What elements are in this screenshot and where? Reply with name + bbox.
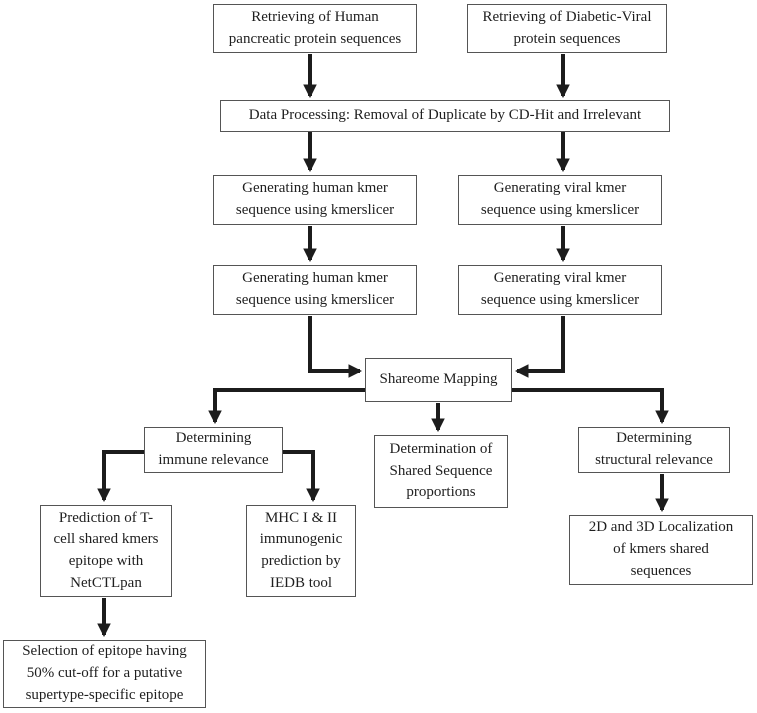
node-mhc-prediction-line1: MHC I & II	[264, 509, 338, 526]
node-localization-line2: of kmers shared	[613, 541, 709, 558]
node-mhc-prediction: MHC I & II immunogenic prediction by IED…	[246, 505, 356, 597]
arrow-gen-viral-2-to-shareome	[514, 316, 565, 378]
node-immune-relevance: Determining immune relevance	[144, 427, 283, 473]
node-gen-viral-1-line2: sequence using kmerslicer	[480, 202, 640, 218]
node-gen-viral-2: Generating viral kmer sequence using kme…	[458, 265, 662, 315]
node-tcell-prediction: Prediction of T- cell shared kmers epito…	[40, 505, 172, 597]
node-data-processing: Data Processing: Removal of Duplicate by…	[220, 100, 670, 132]
node-epitope-selection-line1: Selection of epitope having	[22, 643, 187, 660]
node-localization-line3: sequences	[630, 562, 692, 579]
node-gen-human-1: Generating human kmer sequence using kme…	[213, 175, 417, 225]
arrow-immune-to-mhc	[283, 450, 320, 503]
node-mhc-prediction-line3: prediction by	[261, 553, 341, 569]
node-retrieve-human-line1: Retrieving of Human	[251, 8, 379, 25]
node-tcell-prediction-line1: Prediction of T-	[58, 509, 154, 526]
node-epitope-selection: Selection of epitope having 50% cut-off …	[3, 640, 206, 708]
node-gen-viral-1: Generating viral kmer sequence using kme…	[458, 175, 662, 225]
node-retrieve-human-line2: pancreatic protein sequences	[228, 30, 402, 47]
node-retrieve-viral: Retrieving of Diabetic-Viral protein seq…	[467, 4, 667, 53]
node-gen-viral-1-line1: Generating viral kmer	[493, 180, 627, 197]
node-localization: 2D and 3D Localization of kmers shared s…	[569, 515, 753, 585]
node-mhc-prediction-line4: IEDB tool	[269, 574, 333, 591]
node-gen-human-2-line1: Generating human kmer	[242, 270, 388, 287]
node-tcell-prediction-line3: epitope with	[68, 553, 144, 569]
node-shared-proportions: Determination of Shared Sequence proport…	[374, 435, 508, 508]
node-immune-relevance-line2: immune relevance	[158, 452, 269, 468]
node-epitope-selection-line3: supertype-specific epitope	[25, 686, 184, 703]
node-shared-proportions-line1: Determination of	[389, 440, 493, 457]
node-shared-proportions-line3: proportions	[406, 484, 476, 501]
node-retrieve-viral-line1: Retrieving of Diabetic-Viral	[482, 8, 652, 25]
arrow-gen-human-2-to-shareome	[308, 316, 363, 378]
node-shareome-mapping-line1: Shareome Mapping	[379, 371, 498, 388]
node-mhc-prediction-line2: immunogenic	[259, 531, 343, 548]
node-retrieve-viral-line2: protein sequences	[513, 30, 621, 47]
node-gen-viral-2-line2: sequence using kmerslicer	[480, 292, 640, 308]
node-tcell-prediction-line2: cell shared kmers	[53, 531, 159, 548]
node-gen-human-2: Generating human kmer sequence using kme…	[213, 265, 417, 315]
arrow-shareome-to-structural	[512, 388, 669, 425]
node-epitope-selection-line2: 50% cut-off for a putative	[26, 665, 183, 682]
node-gen-viral-2-line1: Generating viral kmer	[493, 270, 627, 287]
node-gen-human-1-line2: sequence using kmerslicer	[235, 202, 395, 218]
arrow-immune-to-tcell	[97, 450, 146, 503]
node-shareome-mapping: Shareome Mapping	[365, 358, 512, 402]
node-retrieve-human: Retrieving of Human pancreatic protein s…	[213, 4, 417, 53]
node-structural-relevance-line1: Determining	[616, 430, 692, 447]
node-data-processing-line1: Data Processing: Removal of Duplicate by…	[248, 107, 642, 124]
arrow-shareome-to-immune	[208, 388, 365, 425]
node-shared-proportions-line2: Shared Sequence	[389, 462, 493, 479]
node-gen-human-2-line2: sequence using kmerslicer	[235, 292, 395, 308]
node-structural-relevance-line2: structural relevance	[595, 452, 713, 468]
node-structural-relevance: Determining structural relevance	[578, 427, 730, 473]
node-immune-relevance-line1: Determining	[175, 430, 252, 447]
node-localization-line1: 2D and 3D Localization	[588, 519, 734, 536]
node-gen-human-1-line1: Generating human kmer	[242, 180, 388, 197]
node-tcell-prediction-line4: NetCTLpan	[70, 574, 142, 591]
